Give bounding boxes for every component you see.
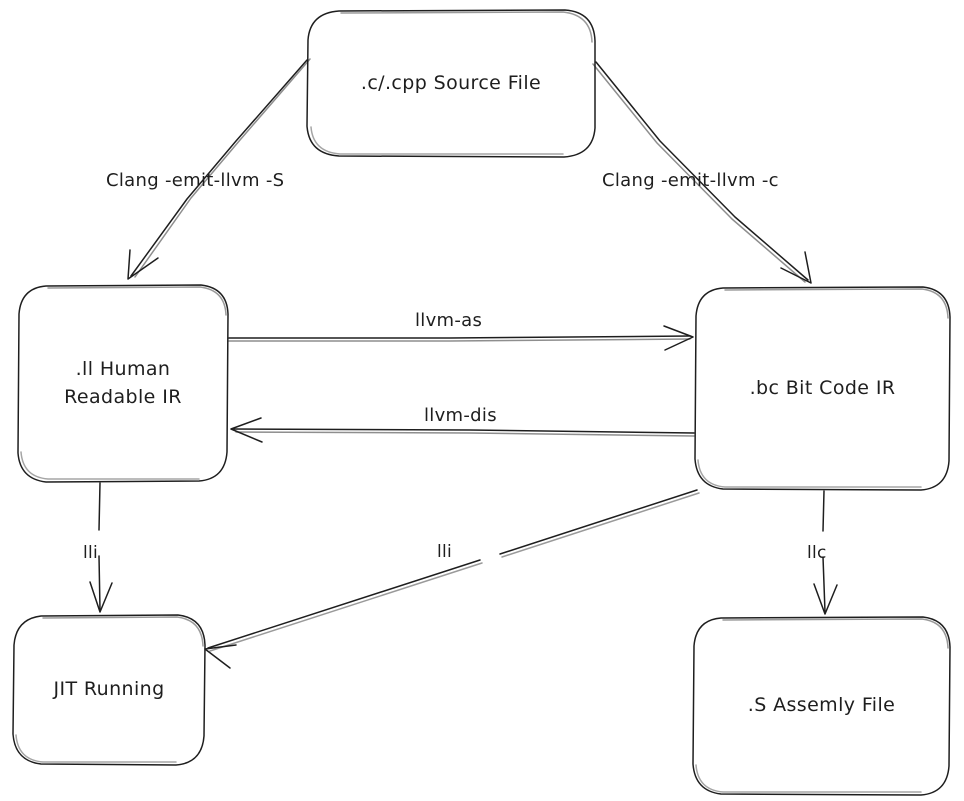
node-bc[interactable] [695, 287, 950, 490]
edge-ll-to-jit[interactable] [89, 482, 113, 613]
edge-bc-to-asm[interactable] [813, 490, 838, 615]
node-shape-jit[interactable] [12, 614, 206, 766]
node-source[interactable] [307, 10, 595, 157]
node-ll[interactable] [18, 285, 228, 482]
edge-source-to-ll[interactable] [127, 58, 311, 280]
edge-bc-to-ll[interactable] [230, 417, 695, 443]
node-shape-asm[interactable] [692, 616, 951, 796]
edge-ll-to-bc[interactable] [228, 325, 694, 351]
node-jit[interactable] [13, 615, 205, 765]
node-shape-bc[interactable] [694, 286, 951, 491]
edge-source-to-bc[interactable] [592, 61, 812, 284]
node-shape-ll[interactable] [17, 284, 229, 483]
node-shape-source[interactable] [306, 9, 596, 158]
edge-bc-to-jit[interactable] [204, 489, 700, 669]
node-asm[interactable] [693, 617, 950, 795]
